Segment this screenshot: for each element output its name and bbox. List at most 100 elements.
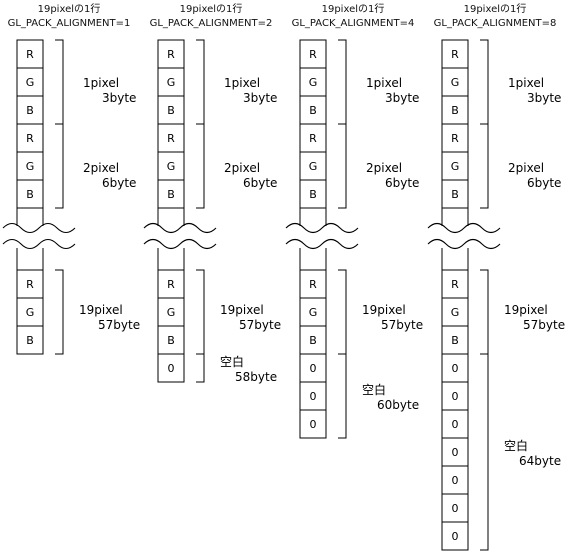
break-gap <box>286 226 358 248</box>
label-second-pixel-bytes: 6byte <box>385 176 419 190</box>
alignment-column-1: 19pixelの1行GL_PACK_ALIGNMENT=1RGBRGBRGB1p… <box>2 2 140 355</box>
label-padding-bytes: 58byte <box>235 370 277 384</box>
column-header-line-2: GL_PACK_ALIGNMENT=4 <box>292 18 415 29</box>
break-wave-icon <box>2 238 76 250</box>
byte-cell-label: B <box>309 104 317 117</box>
byte-cell-label: R <box>167 278 175 291</box>
byte-cell <box>157 179 185 209</box>
bracket-first-pixel <box>338 39 347 125</box>
label-first-pixel-count: 1pixel <box>508 76 544 90</box>
byte-cell <box>16 39 44 69</box>
label-second-pixel-bytes: 6byte <box>527 176 561 190</box>
bracket-last-pixel <box>338 269 347 355</box>
column-header-line-2: GL_PACK_ALIGNMENT=8 <box>434 18 557 29</box>
break-gap <box>144 226 216 248</box>
label-last-pixel-bytes: 57byte <box>239 318 281 332</box>
byte-cell <box>157 67 185 97</box>
break-wave-icon <box>285 222 359 234</box>
label-last-pixel-bytes: 57byte <box>98 318 140 332</box>
byte-cell <box>16 269 44 299</box>
label-last-pixel-count: 19pixel <box>504 303 548 317</box>
byte-cell-label: G <box>26 306 35 319</box>
bracket-padding <box>196 353 205 383</box>
byte-cell-label: R <box>309 132 317 145</box>
bracket-padding <box>480 353 489 551</box>
column-header-line-2: GL_PACK_ALIGNMENT=2 <box>150 18 273 29</box>
byte-cell <box>441 409 469 439</box>
byte-cell <box>441 297 469 327</box>
byte-cell <box>441 179 469 209</box>
break-wave-icon <box>2 222 76 234</box>
byte-cell-label: 0 <box>168 362 175 375</box>
break-gap <box>3 226 75 248</box>
label-second-pixel-bytes: 6byte <box>243 176 277 190</box>
byte-cell-label: 0 <box>452 502 459 515</box>
byte-cell-label: B <box>451 188 459 201</box>
break-wave-icon <box>285 238 359 250</box>
byte-cell <box>16 325 44 355</box>
label-last-pixel-count: 19pixel <box>79 303 123 317</box>
byte-cell-label: B <box>167 188 175 201</box>
label-last-pixel-count: 19pixel <box>220 303 264 317</box>
label-padding-title: 空白 <box>504 438 528 453</box>
byte-cell <box>441 95 469 125</box>
label-first-pixel-bytes: 3byte <box>243 91 277 105</box>
label-first-pixel-count: 1pixel <box>83 76 119 90</box>
byte-cell-label: B <box>26 334 34 347</box>
byte-cell <box>157 39 185 69</box>
byte-cell <box>441 39 469 69</box>
break-wave-icon <box>427 238 501 250</box>
byte-cell-label: R <box>451 132 459 145</box>
column-header-line-1: 19pixelの1行 <box>180 2 243 15</box>
byte-cell-label: B <box>167 104 175 117</box>
column-header-line-2: GL_PACK_ALIGNMENT=1 <box>8 18 131 29</box>
label-second-pixel-count: 2pixel <box>83 161 119 175</box>
column-header-line-1: 19pixelの1行 <box>464 2 527 15</box>
byte-cell-label: R <box>26 48 34 61</box>
byte-cell-label: G <box>309 306 318 319</box>
byte-cell-label: 0 <box>452 474 459 487</box>
byte-cell <box>299 409 327 439</box>
byte-cell <box>299 179 327 209</box>
byte-cell-label: G <box>309 76 318 89</box>
byte-cell-label: R <box>167 48 175 61</box>
label-last-pixel-count: 19pixel <box>362 303 406 317</box>
byte-cell <box>441 353 469 383</box>
byte-cell-label: G <box>167 76 176 89</box>
column-header-line-1: 19pixelの1行 <box>322 2 385 15</box>
byte-cell-label: G <box>451 160 460 173</box>
byte-cell <box>157 123 185 153</box>
byte-cell <box>299 381 327 411</box>
byte-cell-label: B <box>309 188 317 201</box>
byte-cell <box>157 325 185 355</box>
byte-cell <box>299 325 327 355</box>
byte-cell-label: 0 <box>310 362 317 375</box>
byte-cell <box>441 465 469 495</box>
byte-cell-label: G <box>309 160 318 173</box>
byte-cell-label: R <box>167 132 175 145</box>
label-first-pixel-bytes: 3byte <box>385 91 419 105</box>
byte-cell <box>16 179 44 209</box>
label-second-pixel-count: 2pixel <box>508 161 544 175</box>
byte-cell-label: R <box>451 48 459 61</box>
label-second-pixel-count: 2pixel <box>366 161 402 175</box>
byte-cell-label: 0 <box>452 418 459 431</box>
alignment-column-2: 19pixelの1行GL_PACK_ALIGNMENT=2RGBRGBRGB01… <box>143 2 281 384</box>
label-last-pixel-bytes: 57byte <box>381 318 423 332</box>
byte-cell-label: B <box>167 334 175 347</box>
byte-cell-label: 0 <box>452 446 459 459</box>
byte-cell-label: G <box>167 160 176 173</box>
byte-cell-label: B <box>451 334 459 347</box>
byte-cell-label: B <box>451 104 459 117</box>
byte-cell <box>441 269 469 299</box>
label-first-pixel-count: 1pixel <box>224 76 260 90</box>
label-padding-bytes: 60byte <box>377 398 419 412</box>
byte-cell-label: G <box>26 76 35 89</box>
byte-cell <box>157 151 185 181</box>
byte-cell-label: B <box>309 334 317 347</box>
byte-cell <box>299 95 327 125</box>
byte-cell <box>16 123 44 153</box>
bracket-last-pixel <box>55 269 64 355</box>
label-first-pixel-bytes: 3byte <box>102 91 136 105</box>
label-padding-title: 空白 <box>362 382 386 397</box>
